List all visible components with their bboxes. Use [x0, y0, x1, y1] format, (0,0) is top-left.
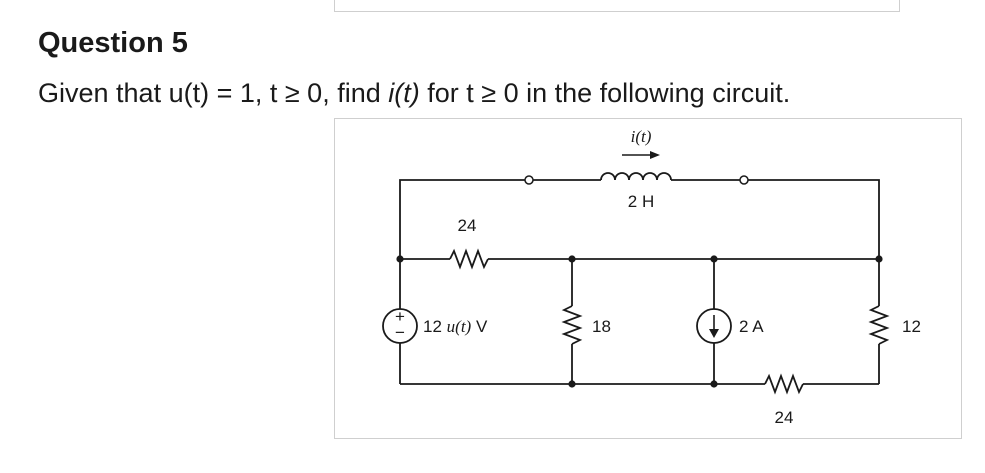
resistor-24-bottom: [764, 373, 804, 395]
voltage-source-unit: V: [476, 317, 488, 336]
current-label: i(t): [631, 127, 652, 146]
junction-dot: [710, 380, 718, 388]
terminal-right: [739, 175, 749, 185]
resistor-12: [868, 305, 890, 345]
resistor-18: [561, 305, 583, 345]
circuit-figure: i(t) 2 H 24 + − 12 u(t) V 18 2 A 12: [334, 118, 962, 439]
inductor-label: 2 H: [628, 192, 654, 211]
resistor-24-series-label: 24: [458, 216, 477, 235]
inductor: [600, 172, 672, 181]
junction-dot: [568, 380, 576, 388]
top-wire-right: [748, 179, 880, 259]
source-plus: +: [395, 307, 405, 326]
resistor-18-label: 18: [592, 317, 611, 336]
current-source-arrow-head: [709, 329, 719, 338]
question-variable: i(t): [388, 78, 420, 108]
junction-dot: [568, 255, 576, 263]
junction-dot: [710, 255, 718, 263]
current-arrow-head: [650, 151, 660, 159]
voltage-source-label: 12 u(t) V: [423, 317, 488, 336]
question-text-start: Given that u(t) = 1, t ≥ 0, find: [38, 78, 389, 108]
voltage-source-func: u(t): [447, 317, 472, 336]
question-text-end: for t ≥ 0 in the following circuit.: [419, 78, 791, 108]
voltage-source-value: 12: [423, 317, 442, 336]
resistor-12-label: 12: [902, 317, 921, 336]
question-text: Given that u(t) = 1, t ≥ 0, find i(t) fo…: [38, 78, 790, 109]
top-wire-left: [399, 179, 525, 259]
junction-dot: [396, 255, 404, 263]
previous-answer-box: [334, 0, 900, 12]
resistor-24-series: [449, 248, 489, 270]
question-title: Question 5: [38, 27, 188, 59]
source-minus: −: [395, 323, 405, 342]
terminal-left: [524, 175, 534, 185]
circuit-diagram: i(t) 2 H 24 + − 12 u(t) V 18 2 A 12: [382, 127, 921, 427]
junction-dot: [875, 255, 883, 263]
resistor-24-bottom-label: 24: [775, 408, 794, 427]
current-source-label: 2 A: [739, 317, 764, 336]
